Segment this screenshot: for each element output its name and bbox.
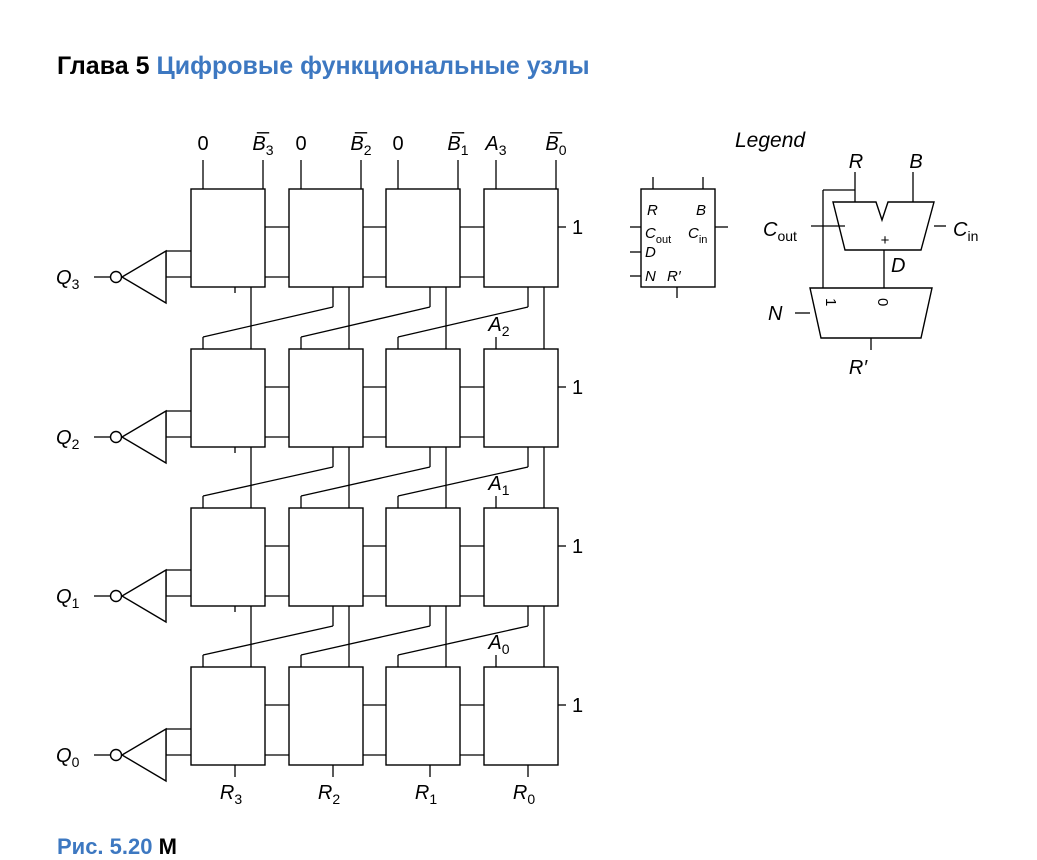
legend-n-label: N [768,303,783,325]
remainder-wire [300,466,431,497]
r-output-label: R2 [318,782,340,807]
page-heading: Глава 5 Цифровые функциональные узлы [57,52,590,81]
legend-cell-rprime: R′ [667,268,682,285]
divider-cell [288,188,364,288]
divider-cell [288,666,364,766]
legend-cell-b: B [696,202,706,219]
divider-cell [288,348,364,448]
divider-cell [385,666,461,766]
output-buffers [109,249,167,783]
q-output-label: Q1 [56,586,80,611]
q-output-label: Q2 [56,427,80,452]
top-input-label: B2 [350,133,371,158]
legend-cin-label: Cin [953,219,978,244]
divider-cell [190,507,266,607]
remainder-wire [397,466,529,497]
legend-b-label: B [909,151,922,173]
carry-in-label: 1 [572,217,583,239]
top-input-label: 0 [295,133,306,155]
mux-input-zero: 0 [874,298,891,306]
r-output-label: R0 [513,782,535,807]
divider-cell [385,188,461,288]
mux-input-one: 1 [822,298,839,306]
top-input-label: 0 [392,133,403,155]
remainder-wire [202,306,334,338]
legend-r-label: R [849,151,863,173]
inverting-buffer [120,568,167,624]
q-output-label: Q0 [56,745,80,770]
remainder-wire [202,466,334,497]
top-input-label: A3 [484,133,506,158]
r-output-label: R3 [220,782,242,807]
remainder-wire [397,306,529,338]
caption-text: М [158,834,177,859]
legend-title: Legend [735,129,806,152]
multiplexer-symbol [809,287,933,339]
legend-rprime-label: R′ [849,357,868,379]
a-input-label: A1 [487,473,509,498]
inversion-bubble [109,430,123,444]
remainder-wire [202,625,334,656]
figure-number: Рис. 5.20 [57,834,153,859]
legend-cout-label: Cout [763,219,797,244]
top-input-label: B3 [252,133,273,158]
top-input-label: B0 [545,133,566,158]
top-input-label: B1 [447,133,468,158]
divider-cell [385,348,461,448]
chapter-label: Глава 5 [57,52,150,80]
remainder-wire [300,625,431,656]
divider-cell [190,666,266,766]
divider-cell [483,507,559,607]
inverting-buffer [120,727,167,783]
legend-cell-n: N [645,268,656,285]
inversion-bubble [109,589,123,603]
legend-d-label: D [891,255,905,277]
carry-in-label: 1 [572,377,583,399]
q-output-label: Q3 [56,267,80,292]
legend-cell-d: D [645,244,656,261]
inversion-bubble [109,270,123,284]
inverting-buffer [120,249,167,305]
top-input-label: 0 [197,133,208,155]
divider-cell [190,348,266,448]
remainder-wire [300,306,431,338]
figure-caption: Рис. 5.20 М [57,834,177,860]
divider-cells [190,188,559,766]
divider-cell [483,188,559,288]
carry-in-label: 1 [572,536,583,558]
divider-cell [190,188,266,288]
adder-plus: + [881,232,890,249]
adder-symbol [832,201,935,251]
inversion-bubble [109,748,123,762]
legend-cell-r: R [647,202,658,219]
remainder-wire [397,625,529,656]
divider-cell [483,348,559,448]
a-input-label: A2 [487,314,509,339]
divider-cell [385,507,461,607]
legend-cell-cin: Cin [688,225,707,246]
divider-cell [288,507,364,607]
divider-cell [483,666,559,766]
carry-in-label: 1 [572,695,583,717]
legend-cell-box [640,188,716,288]
r-output-label: R1 [415,782,437,807]
chapter-title: Цифровые функциональные узлы [156,52,590,80]
a-input-label: A0 [487,632,509,657]
inverting-buffer [120,409,167,465]
legend-cell-cout: Cout [645,225,671,246]
